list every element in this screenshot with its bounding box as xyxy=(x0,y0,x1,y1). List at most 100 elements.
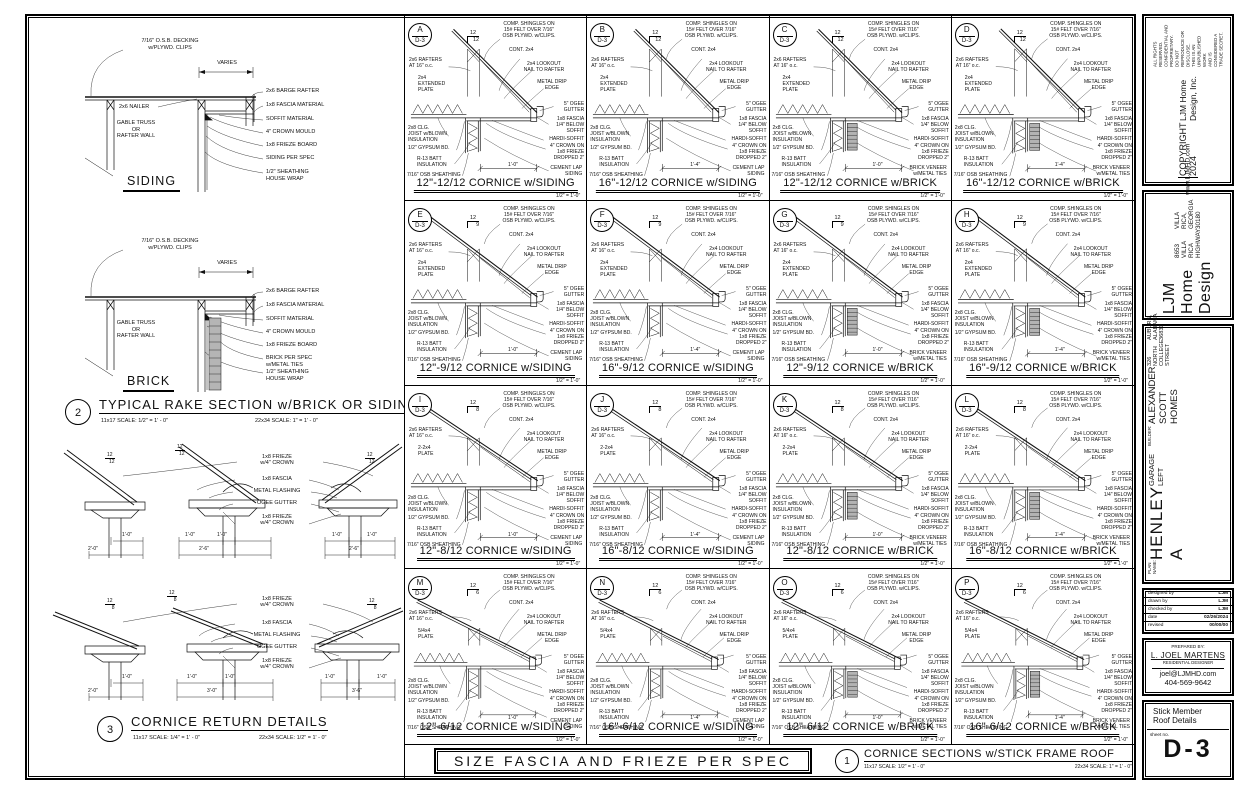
cornice-returns-row1-drawing xyxy=(63,443,403,559)
label-ceiling-joist: 2x8 CLG. JOIST w/BLOWN INSULATION xyxy=(954,310,994,328)
label-gypsum-board: 1/2" GYPSUM BD. xyxy=(408,515,450,521)
label-cont-2x4: CONT. 2x4 xyxy=(509,417,534,423)
cornice-section-drawing xyxy=(413,589,552,723)
detail-sheet-ref: D-3 xyxy=(779,223,790,229)
overhang-dimension: 1'-0" xyxy=(872,715,883,721)
detail-title: 12"-8/12 CORNICE w/BRICK xyxy=(783,545,937,561)
label-drip-edge: METAL DRIP EDGE xyxy=(719,264,749,276)
sheet-detail-title: CORNICE SECTIONS w/STICK FRAME ROOF xyxy=(864,748,1132,762)
label-fascia: 1x8 FASCIA 1/4" BELOW SOFFIT xyxy=(1103,486,1132,504)
label-plate: 2-2x4 PLATE xyxy=(964,445,981,457)
label-gypsum-board: 1/2" GYPSUM BD. xyxy=(590,330,632,336)
label-fascia: 1x8 FASCIA 1/4" BELOW SOFFIT xyxy=(920,669,949,687)
label-plate: 5/4x4 PLATE xyxy=(418,628,434,640)
credit-label: checked by xyxy=(1148,607,1173,613)
label-ceiling-joist: 2x8 CLG. JOIST w/BLOWN INSULATION xyxy=(408,678,447,696)
label-lookout: 2x4 LOOKOUT NAIL TO RAFTER xyxy=(706,246,747,258)
label-lookout: 2x4 LOOKOUT NAIL TO RAFTER xyxy=(706,431,747,443)
label-varies: VARIES xyxy=(217,60,237,66)
label-plate: 2-2x4 PLATE xyxy=(600,445,616,457)
builder-name: ALEXANDER SCOTT HOMES xyxy=(1147,366,1180,425)
label-batt-insulation: R-13 BATT INSULATION xyxy=(781,156,812,168)
left-details-pane: 7/16" O.S.B. DECKING w/PLYWD. CLIPS VARI… xyxy=(27,16,419,778)
label-cladding: CEMENT LAP SIDING xyxy=(732,165,765,177)
label-frieze-crown-bottom: 1x8 FRIEZE w/4" CROWN xyxy=(260,658,294,671)
detail-sheet-ref: D-3 xyxy=(415,38,425,44)
credit-label: drawn by xyxy=(1148,599,1168,605)
detail-tag-circle: F D-3 xyxy=(590,208,615,232)
detail-sheet-ref: D-3 xyxy=(597,408,608,414)
drawing-sheet-border: 7/16" O.S.B. DECKING w/PLYWD. CLIPS VARI… xyxy=(25,14,1136,780)
detail-letter: K xyxy=(776,394,793,407)
label-ogee-gutter: OGEE GUTTER xyxy=(256,500,298,506)
detail-letter: E xyxy=(412,209,428,222)
label-crown-frieze: 4" CROWN ON 1x8 FRIEZE DROPPED 2" xyxy=(914,696,949,714)
label-ceiling-joist: 2x8 CLG. JOIST w/BLOWN INSULATION xyxy=(954,125,994,143)
label-hardi-soffit: HARDI-SOFFIT xyxy=(913,321,949,327)
label-gypsum-board: 1/2" GYPSUM BD. xyxy=(590,145,632,151)
label-rafters: 2x6 RAFTERS AT 16" o.c. xyxy=(955,610,989,622)
label-gypsum-board: 1/2" GYPSUM BD. xyxy=(590,515,632,521)
dim: 1'-0" xyxy=(217,532,227,538)
overhang-dimension: 1'-4" xyxy=(690,532,701,538)
label-gypsum-board: 1/2" GYPSUM BD. xyxy=(954,515,997,521)
label-fascia-material: 1x8 FASCIA MATERIAL xyxy=(266,302,325,308)
label-soffit-material: SOFFIT MATERIAL xyxy=(266,116,315,122)
label-osb-sheathing: 7/16" OSB SHEATHING xyxy=(407,172,461,178)
cornice-section-drawing xyxy=(410,398,554,545)
cornice-section-drawing xyxy=(593,213,736,361)
label-shingles: COMP. SHINGLES ON 15# FELT OVER 7/16" OS… xyxy=(867,206,920,224)
detail-number-circle: 3 xyxy=(97,716,123,742)
label-cont-2x4: CONT. 2x4 xyxy=(509,600,534,606)
label-crown-frieze: 4" CROWN ON 1x8 FRIEZE DROPPED 2" xyxy=(914,328,949,346)
detail-tag-circle: O D-3 xyxy=(772,576,797,600)
cornice-section-drawing xyxy=(957,213,1102,362)
label-batt-insulation: R-13 BATT INSULATION xyxy=(599,341,629,353)
label-plate: 2x4 EXTENDED PLATE xyxy=(418,75,446,93)
cornice-section-drawing xyxy=(775,398,919,545)
detail-scale: 1/2" = 1'-0" xyxy=(1103,378,1128,384)
cornice-section-drawing xyxy=(961,589,1099,723)
dim: 2'-0" xyxy=(88,688,98,694)
detail-tag-circle: G D-3 xyxy=(772,208,797,232)
label-hardi-soffit: HARDI-SOFFIT xyxy=(731,689,767,695)
detail-letter: D xyxy=(958,24,975,37)
label-shingles: COMP. SHINGLES ON 15# FELT OVER 7/16" OS… xyxy=(502,391,556,409)
overhang-dimension: 1'-4" xyxy=(690,347,701,353)
detail-tag-circle: M D-3 xyxy=(408,576,432,600)
label-crown-frieze: 4" CROWN ON 1x8 FRIEZE DROPPED 2" xyxy=(1097,328,1132,346)
detail-scale: 1/2" = 1'-0" xyxy=(920,378,945,384)
overhang-dimension: 1'-0" xyxy=(508,347,518,353)
label-fascia: 1x8 FASCIA 1/4" BELOW SOFFIT xyxy=(1103,301,1132,319)
label-drip-edge: METAL DRIP EDGE xyxy=(537,632,567,644)
detail-title: 16"-6/12 CORNICE w/SIDING xyxy=(598,721,757,737)
rake-brick-title: BRICK xyxy=(123,374,175,392)
label-osb-decking: 7/16" O.S.B. DECKING w/PLYWD. CLIPS xyxy=(141,38,199,51)
label-cont-2x4: CONT. 2x4 xyxy=(1055,600,1081,606)
label-ogee-gutter: 5" OGEE GUTTER xyxy=(1111,654,1132,666)
dim: 1'-0" xyxy=(187,674,197,680)
label-fascia: 1x8 FASCIA xyxy=(262,620,292,626)
credit-value: LJM xyxy=(1218,599,1228,605)
detail-scale: 1/2" = 1'-0" xyxy=(555,737,581,743)
label-plate: 2x4 EXTENDED PLATE xyxy=(418,260,446,278)
preparer-name: L. JOEL MARTENS xyxy=(1150,651,1226,660)
detail-letter: O xyxy=(776,577,793,590)
label-rafters: 2x6 RAFTERS AT 16" o.c. xyxy=(409,610,442,622)
label-crown-frieze: 4" CROWN ON 1x8 FRIEZE DROPPED 2" xyxy=(732,143,767,161)
scale-note-small: 11x17 SCALE: 1/2" = 1' - 0" xyxy=(101,418,169,424)
label-shingles: COMP. SHINGLES ON 15# FELT OVER 7/16" OS… xyxy=(502,206,556,224)
label-cont-2x4: CONT. 2x4 xyxy=(691,417,716,423)
cornice-returns-row2: 1x8 FRIEZE w/4" CROWN 1x8 FASCIA METAL F… xyxy=(27,582,404,712)
label-fascia: 1x8 FASCIA 1/4" BELOW SOFFIT xyxy=(1103,669,1132,687)
